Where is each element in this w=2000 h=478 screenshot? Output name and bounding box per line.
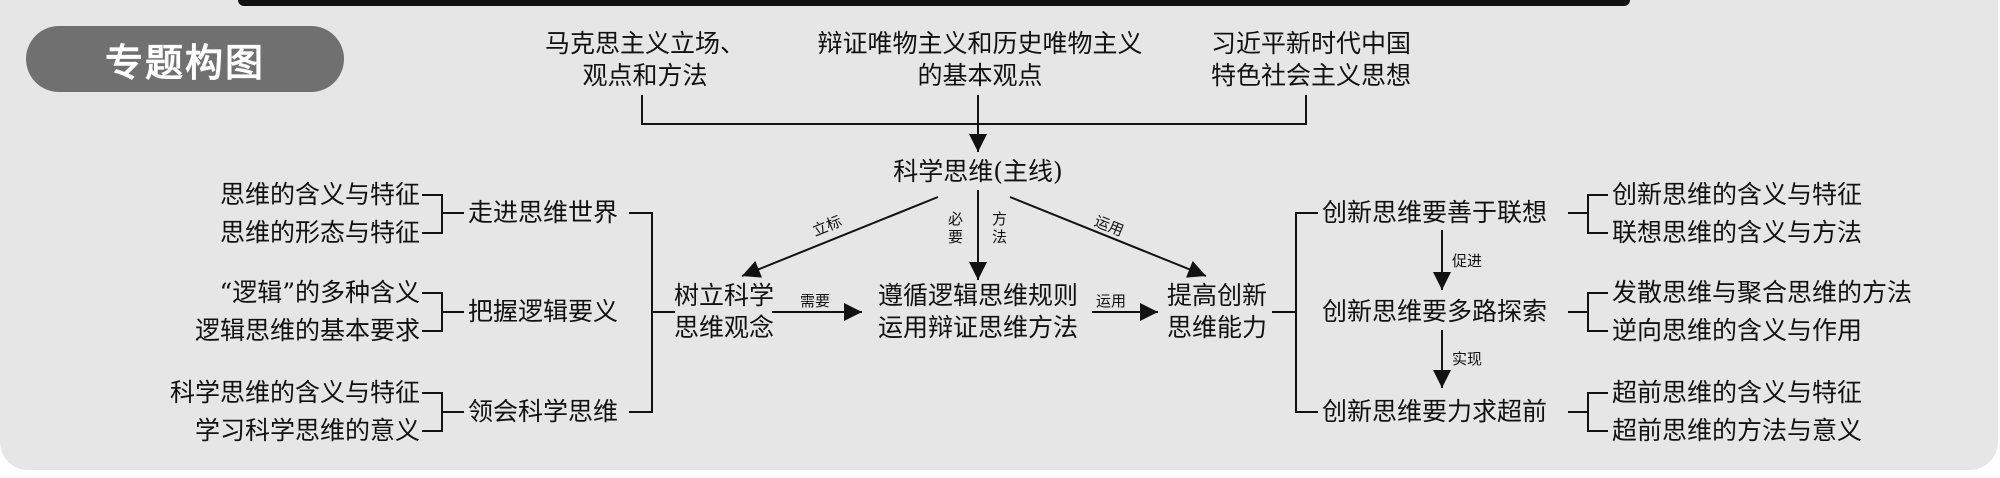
source-marxism: 马克思主义立场、 观点和方法 bbox=[544, 29, 745, 90]
right-group-label: 创新思维要多路探索 bbox=[1322, 297, 1548, 326]
left-item: 思维的含义与特征 bbox=[219, 180, 420, 209]
label-yun-yong-mid: 运用 bbox=[1096, 292, 1127, 310]
right-item: 发散思维与聚合思维的方法 bbox=[1612, 278, 1913, 307]
node-improve-innovation: 提高创新 思维能力 bbox=[1166, 281, 1267, 342]
right-item: 联想思维的含义与方法 bbox=[1612, 218, 1863, 247]
label-fang-fa: 方 法 bbox=[992, 210, 1008, 246]
right-group-label: 创新思维要善于联想 bbox=[1322, 198, 1548, 227]
top-bracket bbox=[641, 95, 1307, 125]
arrow-main-left bbox=[741, 196, 939, 278]
left-group-label: 走进思维世界 bbox=[468, 198, 619, 227]
section-badge: 专题构图 bbox=[26, 26, 344, 92]
node-follow-logic: 遵循逻辑思维规则 运用辩证思维方法 bbox=[877, 281, 1078, 342]
label-bi-yao: 必 要 bbox=[948, 210, 964, 246]
right-group-label: 创新思维要力求超前 bbox=[1322, 397, 1548, 426]
label-cu-jin: 促进 bbox=[1452, 252, 1483, 270]
right-item: 超前思维的方法与意义 bbox=[1612, 416, 1863, 445]
left-item: “逻辑”的多种含义 bbox=[219, 278, 420, 307]
left-group-label: 领会科学思维 bbox=[468, 397, 619, 426]
label-xu-yao: 需要 bbox=[800, 292, 831, 310]
right-item: 逆向思维的含义与作用 bbox=[1612, 316, 1863, 345]
left-group-label: 把握逻辑要义 bbox=[468, 297, 619, 326]
top-bar bbox=[238, 0, 1630, 6]
left-item: 科学思维的含义与特征 bbox=[169, 378, 420, 407]
left-item: 逻辑思维的基本要求 bbox=[194, 316, 420, 345]
left-item: 思维的形态与特征 bbox=[219, 218, 420, 247]
main-line-title: 科学思维(主线) bbox=[893, 157, 1063, 186]
source-materialism: 辩证唯物主义和历史唯物主义 的基本观点 bbox=[817, 29, 1143, 90]
source-xi-thought: 习近平新时代中国 特色社会主义思想 bbox=[1210, 29, 1411, 90]
left-item: 学习科学思维的意义 bbox=[194, 416, 420, 445]
label-shi-xian: 实现 bbox=[1452, 350, 1483, 368]
right-item: 超前思维的含义与特征 bbox=[1612, 378, 1863, 407]
right-item: 创新思维的含义与特征 bbox=[1612, 180, 1863, 209]
arrow-main-right bbox=[1009, 196, 1207, 278]
node-establish-concept: 树立科学 思维观念 bbox=[673, 281, 774, 342]
left-bracket bbox=[629, 212, 653, 413]
right-bracket bbox=[1295, 212, 1318, 413]
